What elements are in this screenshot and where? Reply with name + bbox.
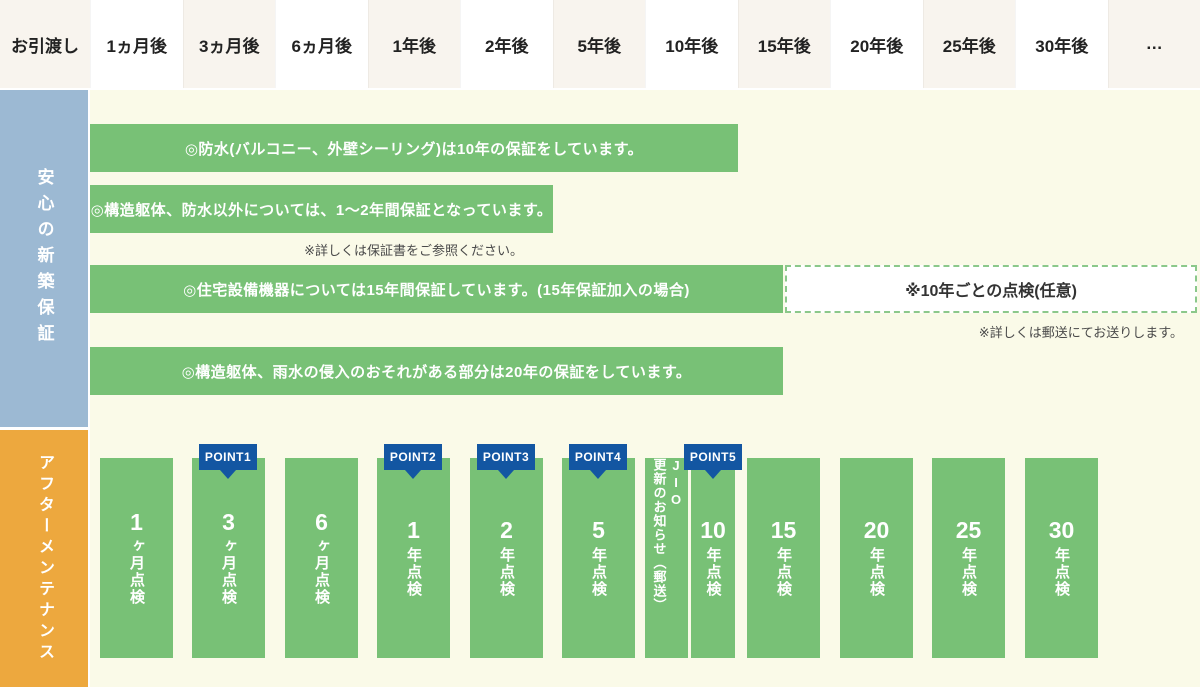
timeline-header-cell-6month: 6ヵ月後 [275, 0, 368, 88]
point4-badge: POINT4 [569, 444, 627, 479]
maintenance-section-label: アフターメンテナンス [36, 453, 53, 664]
optional-inspection-box: ※10年ごとの点検(任意) [785, 265, 1197, 313]
timeline-header-cell-1month: 1ヵ月後 [90, 0, 183, 88]
inspection-label: 年点検 [868, 546, 885, 598]
inspection-label: 年点検 [775, 546, 792, 598]
inspection-number: 15 [770, 517, 797, 544]
maintenance-bar-1year: 1 年点検 [377, 458, 450, 658]
timeline-header-cell-5year: 5年後 [552, 0, 645, 88]
maintenance-bar-1month: 1 ヶ月点検 [100, 458, 173, 658]
inspection-label: ヶ月点検 [128, 538, 145, 607]
timeline-header: お引渡し 1ヵ月後 3ヵ月後 6ヵ月後 1年後 2年後 5年後 10年後 15年… [0, 0, 1200, 88]
inspection-number: 3 [222, 508, 235, 535]
timeline-header-cell-more: … [1107, 0, 1200, 88]
timeline-header-cell-25year: 25年後 [922, 0, 1015, 88]
jio-renewal-label: JIO更新のお知らせ（郵送） [650, 458, 684, 658]
inspection-label: 年点検 [1053, 546, 1070, 598]
maintenance-bar-2year: 2 年点検 [470, 458, 543, 658]
inspection-number: 6 [315, 508, 328, 535]
maintenance-bar-6month: 6 ヶ月点検 [285, 458, 358, 658]
warranty-bar-equipment-15y: ◎住宅設備機器については15年間保証しています。(15年保証加入の場合) [90, 265, 783, 313]
jio-latin-text: JIO [668, 458, 684, 509]
point2-badge: POINT2 [384, 444, 442, 479]
inspection-label: 年点検 [405, 546, 422, 598]
warranty-bar-general-1-2y: ◎構造躯体、防水以外については、1〜2年間保証となっています。 [90, 185, 553, 233]
inspection-label: ヶ月点検 [220, 538, 237, 607]
maintenance-bar-5year: 5 年点検 [562, 458, 635, 658]
warranty-section-label: 安心の新築保証 [34, 167, 54, 350]
note-warranty-certificate: ※詳しくは保証書をご参照ください。 [304, 243, 523, 258]
inspection-label: 年点検 [704, 546, 722, 598]
timeline-header-cell-10year: 10年後 [645, 0, 738, 88]
point5-badge: POINT5 [684, 444, 742, 479]
inspection-number: 5 [592, 517, 605, 544]
inspection-number: 25 [955, 517, 982, 544]
sidebar-warranty-section: 安心の新築保証 [0, 90, 88, 427]
inspection-number: 20 [863, 517, 890, 544]
timeline-header-cell-30year: 30年後 [1015, 0, 1108, 88]
maintenance-bar-10year: 10 年点検 [691, 458, 735, 658]
jio-japanese-text: 更新のお知らせ（郵送） [651, 458, 667, 612]
point1-badge: POINT1 [199, 444, 257, 479]
inspection-label: 年点検 [960, 546, 977, 598]
inspection-number: 10 [700, 517, 726, 544]
inspection-label: 年点検 [590, 546, 607, 598]
timeline-header-cell-1year: 1年後 [367, 0, 460, 88]
inspection-number: 1 [130, 508, 143, 535]
inspection-number: 30 [1048, 517, 1075, 544]
timeline-header-cell-15year: 15年後 [737, 0, 830, 88]
timeline-header-cell-20year: 20年後 [830, 0, 923, 88]
warranty-bar-waterproof-10y: ◎防水(バルコニー、外壁シーリング)は10年の保証をしています。 [90, 124, 738, 172]
point3-badge: POINT3 [477, 444, 535, 479]
timeline-header-cell-3month: 3ヵ月後 [182, 0, 275, 88]
timeline-header-cell-2year: 2年後 [460, 0, 553, 88]
maintenance-bar-15year: 15 年点検 [747, 458, 820, 658]
jio-renewal-notice-bar: JIO更新のお知らせ（郵送） [645, 458, 688, 658]
inspection-label: ヶ月点検 [313, 538, 330, 607]
maintenance-bar-20year: 20 年点検 [840, 458, 913, 658]
warranty-bar-structure-20y: ◎構造躯体、雨水の侵入のおそれがある部分は20年の保証をしています。 [90, 347, 783, 395]
timeline-header-cell-handover: お引渡し [0, 0, 90, 88]
inspection-label: 年点検 [498, 546, 515, 598]
inspection-number: 1 [407, 517, 420, 544]
maintenance-bar-30year: 30 年点検 [1025, 458, 1098, 658]
sidebar-maintenance-section: アフターメンテナンス [0, 430, 88, 687]
inspection-number: 2 [500, 517, 513, 544]
maintenance-bar-25year: 25 年点検 [932, 458, 1005, 658]
maintenance-bar-3month: 3 ヶ月点検 [192, 458, 265, 658]
note-mail-delivery: ※詳しくは郵送にてお送りします。 [978, 325, 1183, 340]
